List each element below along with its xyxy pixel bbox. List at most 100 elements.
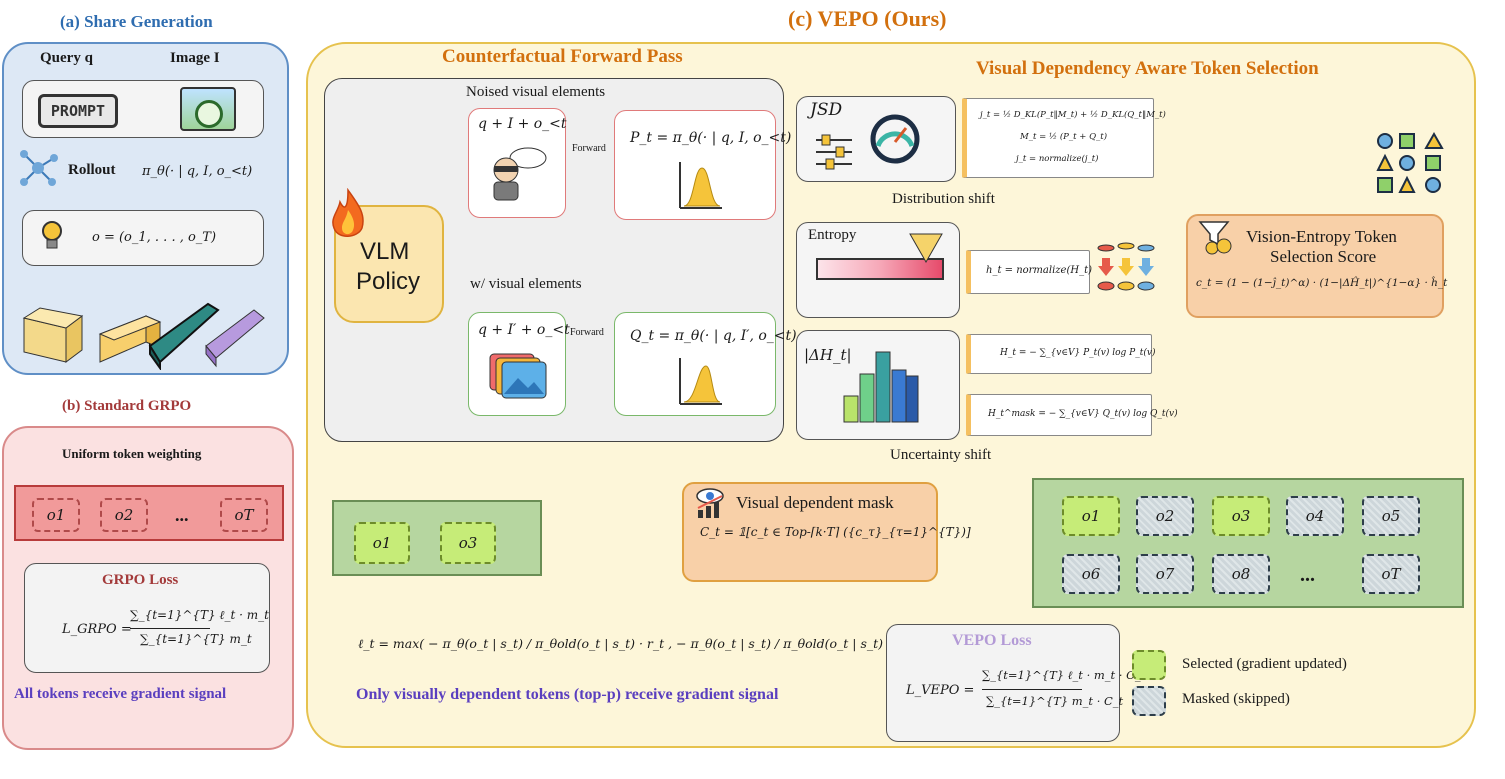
fire-icon [328,188,368,240]
grpo-loss-numerator: ∑_{t=1}^{T} ℓ_t · m_t [130,608,269,622]
noised-input-formula: q + I + o_<t [478,116,567,132]
legend-masked-label: Masked (skipped) [1182,691,1290,707]
lightbulb-icon [40,220,64,250]
h-formula-box [966,334,1152,374]
distribution-shift-label: Distribution shift [892,191,995,207]
uncertainty-shift-label: Uncertainty shift [890,447,992,463]
token-bar-yellow-2 [98,306,162,366]
vepo-loss-denominator: ∑_{t=1}^{T} m_t · C_t [986,694,1124,708]
delta-h-label: |ΔH_t| [804,346,852,364]
database-arrows-icon [1096,242,1156,294]
all-token-selected: o3 [1212,496,1270,536]
mask-title: Visual dependent mask [736,493,894,512]
all-token-masked: o4 [1286,496,1344,536]
blindfold-person-icon [486,146,550,202]
p-formula: P_t = π_θ(· | q, I, o_<t) [630,130,792,146]
forward-label: Forward [572,143,606,154]
vepo-loss-title: VEPO Loss [952,632,1032,649]
token-bar-teal [148,296,222,370]
vepo-loss-box [886,624,1120,742]
query-label: Query q [40,50,93,66]
filter-coins-icon [1198,218,1234,255]
all-token-masked: oT [1362,554,1420,594]
grpo-token: oT [220,498,268,532]
legend-selected-label: Selected (gradient updated) [1182,656,1347,672]
entropy-bar-icon [816,258,944,280]
eye-chart-icon [694,486,730,520]
vepo-title: (c) VEPO (Ours) [788,6,947,31]
noised-input-box [468,108,566,218]
score-title-2: Selection Score [1270,247,1377,266]
bar-chart-icon [842,350,919,426]
all-token-masked: o6 [1062,554,1120,594]
all-token-masked: o2 [1136,496,1194,536]
jsd-formula: M_t = ½ (P_t + Q_t) [1020,132,1108,142]
all-token-masked: o8 [1212,554,1270,594]
legend-selected-swatch [1132,650,1166,680]
entropy-pointer-icon [908,232,943,264]
output-formula: o = (o_1, . . . , o_T) [92,230,217,245]
grpo-fraction-bar [130,628,210,629]
cfp-title: Counterfactual Forward Pass [442,46,683,67]
jsd-formula: j_t = normalize(j_t) [1016,154,1099,164]
rollout-formula: π_θ(· | q, I, o_<t) [142,164,253,179]
entropy-label: Entropy [808,227,857,243]
grpo-token: o2 [100,498,148,532]
vepo-caption: Only visually dependent tokens (top-p) r… [356,686,779,703]
magnifier-icon [195,100,223,128]
legend-masked-swatch [1132,686,1166,716]
standard-grpo-title: (b) Standard GRPO [62,398,192,414]
token-bar-purple [204,302,266,368]
grpo-loss-title: GRPO Loss [102,572,179,588]
visual-label: w/ visual elements [470,276,582,292]
network-icon [18,148,58,188]
rollout-label: Rollout [68,162,116,178]
policy-label-1: VLM [360,238,410,265]
vepo-loss-numerator: ∑_{t=1}^{T} ℓ_t · m_t · C_t [982,668,1146,682]
mask-formula: C_t = 𝟙[c_t ∈ Top-⌈k·T⌉ ({c_τ}_{τ=1}^{T}… [700,525,971,539]
grpo-token: o1 [32,498,80,532]
selected-token: o1 [354,522,410,564]
grpo-loss-box [24,563,270,673]
all-token-ellipsis: ... [1300,564,1315,586]
noised-label: Noised visual elements [466,84,606,100]
all-token-masked: o7 [1136,554,1194,594]
image-label: Image I [170,50,220,66]
score-title-1: Vision-Entropy Token [1246,227,1397,246]
all-token-masked: o5 [1362,496,1420,536]
grpo-token-ellipsis: ... [175,505,189,525]
q-formula: Q_t = π_θ(· | q, I′, o_<t) [630,328,797,344]
selection-score-box [1186,214,1444,318]
visual-input-formula: q + I′ + o_<t [478,322,570,338]
entropy-formula: h_t = normalize(H_t) [986,265,1093,276]
grpo-caption: All tokens receive gradient signal [14,686,227,702]
grpo-loss-lhs: L_GRPO = [62,622,132,637]
all-token-selected: o1 [1062,496,1120,536]
score-formula: c_t = (1 − (1−ĵ_t)^α) · (1−|ΔĤ_t|)^{1−α}… [1196,277,1448,289]
vepo-loss-lhs: L_VEPO = [906,683,975,698]
share-generation-title: (a) Share Generation [60,12,213,31]
jsd-label: JSD [810,100,843,120]
image-stack-icon [488,350,547,400]
policy-label-2: Policy [356,268,421,295]
uniform-weighting-label: Uniform token weighting [62,446,202,461]
sliders-icon [812,130,856,174]
selected-token: o3 [440,522,496,564]
lt-formula: ℓ_t = max( − π_θ(o_t | s_t) / π_θold(o_t… [358,636,1036,651]
prompt-icon: PROMPT [38,94,118,128]
distribution-chart-icon [676,160,722,210]
shapes-grid-icon [1376,132,1444,194]
visual-mask-box [682,482,938,582]
grpo-loss-denominator: ∑_{t=1}^{T} m_t [140,632,252,646]
jsd-formula: j_t = ½ D_KL(P_t‖M_t) + ½ D_KL(Q_t‖M_t) [980,110,1166,120]
hmask-formula-box [966,394,1152,436]
entropy-formula-box [966,250,1090,294]
distribution-chart-icon [676,356,722,406]
vdats-title: Visual Dependency Aware Token Selection [976,58,1319,79]
output-box [22,210,264,266]
hmask-formula: H_t^mask = − ∑_{v∈V} Q_t(v) log Q_t(v) [988,409,1178,419]
gauge-icon [868,112,920,164]
vepo-fraction-bar [982,689,1082,690]
jsd-formula-box [962,98,1154,178]
token-bar-yellow-1 [22,306,84,364]
